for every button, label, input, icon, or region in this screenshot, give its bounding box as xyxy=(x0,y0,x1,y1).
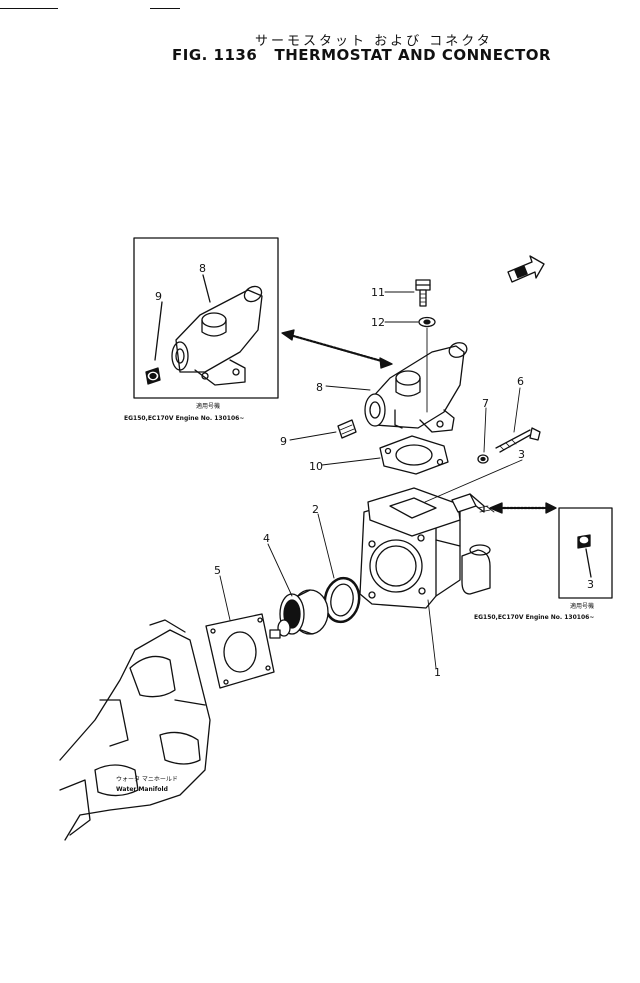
manifold-label-japanese: ウォータ マニホールド xyxy=(116,775,178,783)
figure-number: FIG. 1136 xyxy=(172,46,258,64)
part-3-fitting xyxy=(451,493,495,513)
inset-left-plug xyxy=(145,367,161,385)
part-12-washer xyxy=(418,316,436,328)
callout-7: 7 xyxy=(482,397,489,410)
figure-caption: THERMOSTAT AND CONNECTOR xyxy=(274,46,552,64)
inset-right-applicability: EG150,EC170V Engine No. 130106~ xyxy=(474,614,594,621)
figure-title: FIG. 1136 THERMOSTAT AND CONNECTOR xyxy=(172,46,551,64)
title-japanese: サーモスタット および コネクタ xyxy=(255,34,493,49)
callout-3: 3 xyxy=(518,448,525,461)
leader-inset-3 xyxy=(585,548,592,578)
front-direction-marker xyxy=(507,255,545,283)
inset-right-frame xyxy=(558,507,613,599)
inset-left-applicability: EG150,EC170V Engine No. 130106~ xyxy=(124,415,244,422)
callout-1: 1 xyxy=(434,666,441,679)
inset-left-elbow xyxy=(171,285,263,386)
leader-inset-8 xyxy=(202,274,211,303)
inset-left-callout-8: 8 xyxy=(199,262,206,275)
leader-8 xyxy=(325,385,371,391)
inset-left-callout-9: 9 xyxy=(155,290,162,303)
part-5-gasket xyxy=(205,613,275,689)
leader-6 xyxy=(513,387,521,433)
part-1-thermostat-housing xyxy=(359,487,491,609)
part-10-gasket xyxy=(379,435,449,475)
callout-8: 8 xyxy=(316,381,323,394)
leader-5 xyxy=(219,575,231,621)
leader-2 xyxy=(317,513,335,579)
leader-inset-9 xyxy=(154,301,163,361)
part-9-plug xyxy=(337,419,357,439)
header-rule-left xyxy=(0,8,58,9)
inset-right-callout-3: 3 xyxy=(587,578,594,591)
water-manifold xyxy=(59,619,211,841)
callout-5: 5 xyxy=(214,564,221,577)
callout-11: 11 xyxy=(371,286,385,299)
callout-2: 2 xyxy=(312,503,319,516)
leader-7 xyxy=(483,407,487,453)
part-8-water-connector xyxy=(364,342,468,433)
callout-4: 4 xyxy=(263,532,270,545)
callout-6: 6 xyxy=(517,375,524,388)
inset-right-header: 適用号機 xyxy=(570,602,594,610)
inset-left-frame xyxy=(133,237,279,399)
leader-4 xyxy=(267,543,293,597)
leader-10 xyxy=(321,457,381,466)
part-7-washer xyxy=(477,454,489,464)
inset-right xyxy=(558,507,613,599)
part-4-thermostat xyxy=(269,589,329,639)
leader-9 xyxy=(289,431,337,441)
part-2-seal-ring xyxy=(323,576,361,624)
callout-leaders xyxy=(219,291,523,669)
right-inset-reference-arrow xyxy=(489,502,557,514)
callout-12: 12 xyxy=(371,316,385,329)
callout-10: 10 xyxy=(309,460,323,473)
inset-right-plug xyxy=(577,534,591,549)
manifold-label-english: Water Manifold xyxy=(116,786,168,793)
inset-left-header: 適用号機 xyxy=(196,402,220,410)
part-11-bolt xyxy=(415,279,431,307)
callout-labels: 1 2 3 4 5 6 7 8 9 10 11 12 8 9 3 適用号機 EG… xyxy=(116,262,594,793)
inset-reference-arrow xyxy=(281,329,393,369)
callout-9: 9 xyxy=(280,435,287,448)
leader-3 xyxy=(424,459,523,503)
part-6-bolt xyxy=(495,427,541,453)
leader-1 xyxy=(427,599,437,669)
inset-left xyxy=(133,237,279,399)
header-rule-right xyxy=(150,8,180,9)
